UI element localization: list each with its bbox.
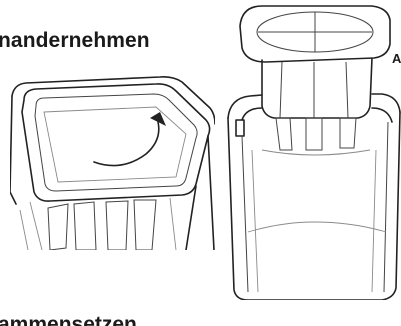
section-heading-assemble: ammensetzen	[0, 314, 137, 326]
container-insert-illustration	[222, 0, 401, 300]
lid-rotate-drawing	[10, 74, 215, 250]
section-heading-disassemble: nandernehmen	[0, 30, 150, 51]
lid-rotate-illustration	[10, 74, 215, 250]
container-insert-drawing	[222, 0, 401, 300]
